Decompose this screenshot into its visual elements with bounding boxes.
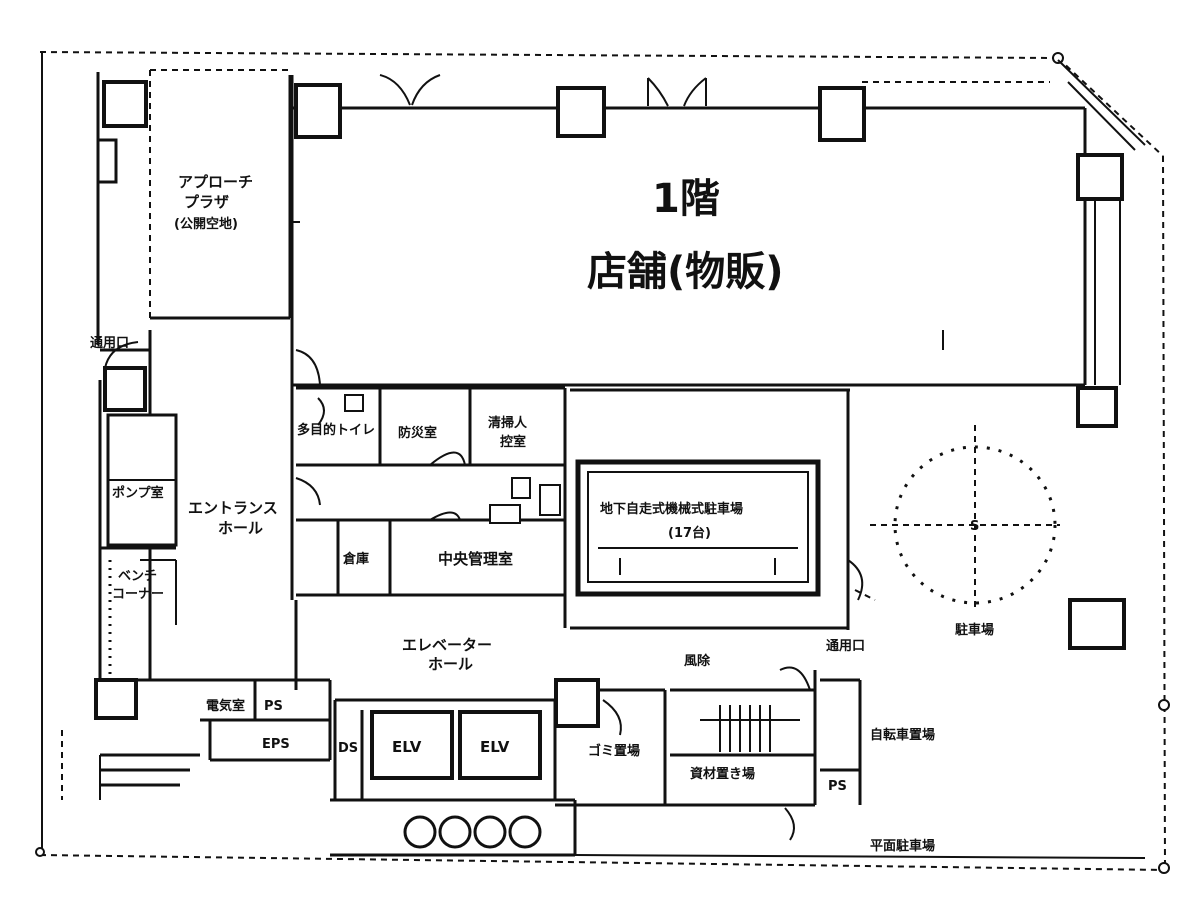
label-flat-parking: 平面駐車場: [870, 838, 935, 854]
site-boundary: [35, 51, 1170, 874]
service-core-walls: [100, 330, 567, 680]
label-pump-room: ポンプ室: [112, 485, 164, 501]
label-central-control: 中央管理室: [438, 550, 513, 568]
lower-core-walls: [130, 600, 1146, 859]
label-ps-2: PS: [828, 779, 847, 794]
label-service-entrance-top: 通用口: [90, 335, 129, 351]
label-elv-1: ELV: [392, 738, 422, 756]
approach-plaza-walls: [150, 69, 292, 320]
left-strip-walls: [96, 70, 151, 680]
label-tenant-room-1: 清掃人: [488, 415, 528, 431]
label-bench-1: ベンチ: [118, 569, 157, 584]
floor-title: 1階: [652, 176, 720, 222]
label-approach-1: アプローチ: [178, 173, 253, 191]
label-elevator-hall-1: エレベーター: [402, 636, 492, 654]
label-garbage-room: ゴミ置場: [588, 743, 640, 759]
label-parking-system-1: 地下自走式機械式駐車場: [600, 501, 743, 517]
label-multipurpose-toilet: 多目的トイレ: [297, 422, 375, 438]
label-tenant-room-2: 控室: [500, 434, 526, 450]
label-elv-2: ELV: [480, 738, 510, 756]
label-entrance-hall-1: エントランス: [188, 499, 278, 517]
label-turntable: S: [970, 519, 979, 534]
label-eps: EPS: [262, 737, 290, 752]
label-bench-2: コーナー: [112, 587, 164, 602]
label-ds: DS: [338, 741, 358, 756]
label-parking-lot: 駐車場: [955, 622, 994, 638]
label-service-entrance-right: 通用口: [826, 638, 865, 654]
label-elevator-hall-2: ホール: [428, 655, 473, 673]
label-power-room: 電気室: [206, 698, 245, 714]
left-lower-steps: [61, 730, 200, 800]
store-use-title: 店舗(物販): [587, 249, 784, 295]
label-bicycle-parking: 自転車置場: [870, 727, 935, 743]
label-approach-3: (公開空地): [174, 216, 238, 232]
label-approach-2: プラザ: [184, 193, 229, 211]
label-warehouse: 倉庫: [342, 551, 369, 567]
label-windbreak: 風除: [684, 653, 711, 669]
label-stock-room: 資材置き場: [690, 766, 755, 782]
stair: [700, 705, 800, 752]
label-ps-1: PS: [264, 699, 283, 714]
turntable: [870, 425, 1060, 610]
parking-walls: [570, 388, 876, 630]
columns: [94, 80, 1126, 728]
label-entrance-hall-2: ホール: [218, 519, 263, 537]
label-parking-system-2: (17台): [668, 525, 711, 541]
label-disaster-center: 防災室: [398, 425, 437, 441]
